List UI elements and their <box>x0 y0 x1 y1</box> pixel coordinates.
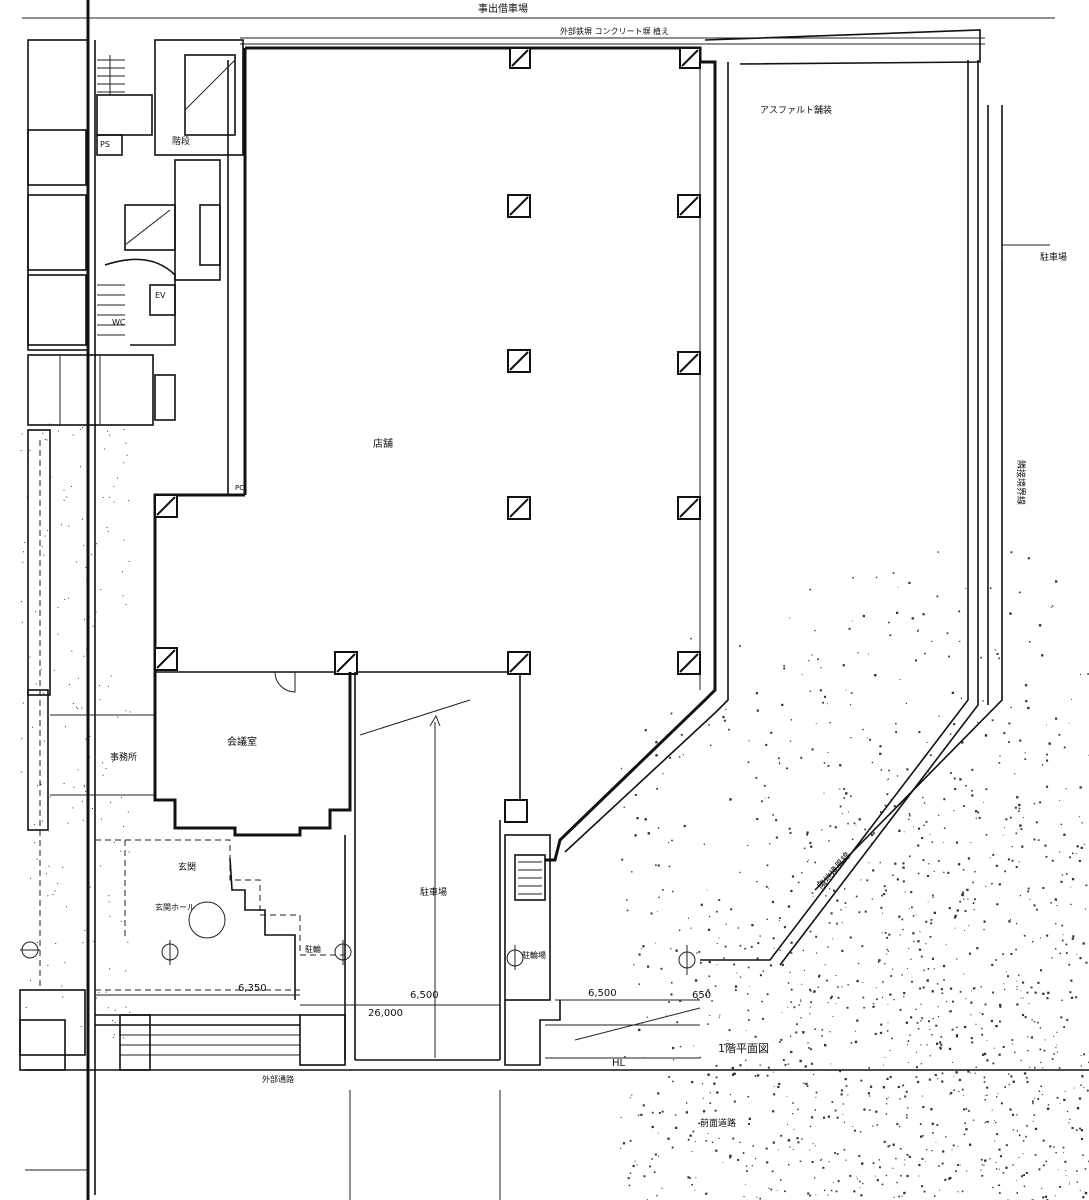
label-diagonal: 隣地境界線 <box>815 850 853 892</box>
label-road: 前面道路 <box>700 1117 736 1129</box>
dim-6500-a: 6,500 <box>410 990 439 1001</box>
label-right-top-note: 駐車場 <box>1040 251 1067 263</box>
label-office: 事務所 <box>110 751 137 763</box>
conference-room <box>153 671 352 837</box>
dim-6500-b: 6,500 <box>588 988 617 999</box>
lift-core <box>504 834 696 1066</box>
label-frontage: 外部通路 <box>262 1074 294 1084</box>
label-pc: PC <box>235 484 244 492</box>
dim-650: 650 <box>692 990 711 1001</box>
dimension-lines <box>95 994 700 1006</box>
label-ps: PS <box>100 140 110 149</box>
parking-bay <box>354 672 501 1061</box>
label-bicycle: 駐輪場 <box>522 950 546 960</box>
label-top-note: 外部鉄塀 コンクリート塀 植え <box>560 26 669 36</box>
label-floor-plan-title: 1階平面図 <box>718 1041 769 1055</box>
label-top-road: 事出借車場 <box>478 2 528 15</box>
service-core <box>27 0 244 1200</box>
dim-hl: HL <box>612 1058 626 1069</box>
columns <box>154 47 701 823</box>
dim-26000: 26,000 <box>368 1008 403 1019</box>
label-asphalt: アスファルト舗装 <box>760 104 832 116</box>
label-entrance-hall: 玄関ホール <box>155 902 195 912</box>
label-bike: 駐輪 <box>305 944 321 954</box>
parking-boundary <box>700 60 969 961</box>
label-right-side: 隣接境界線 <box>1015 460 1027 505</box>
label-ev: EV <box>155 291 166 300</box>
scan-noise <box>20 423 1089 1200</box>
label-stair: 階段 <box>172 135 190 147</box>
left-strip <box>19 429 155 1056</box>
dim-6350: 6,350 <box>238 983 267 994</box>
top-right-fence <box>704 29 981 65</box>
label-parking-entry: 駐車場 <box>420 886 447 898</box>
label-toilet: WC <box>112 318 126 327</box>
label-shop: 店舗 <box>373 437 393 450</box>
shop-outer-wall <box>245 46 717 862</box>
label-entrance: 玄関 <box>178 861 196 873</box>
label-conference: 会議室 <box>227 735 257 748</box>
